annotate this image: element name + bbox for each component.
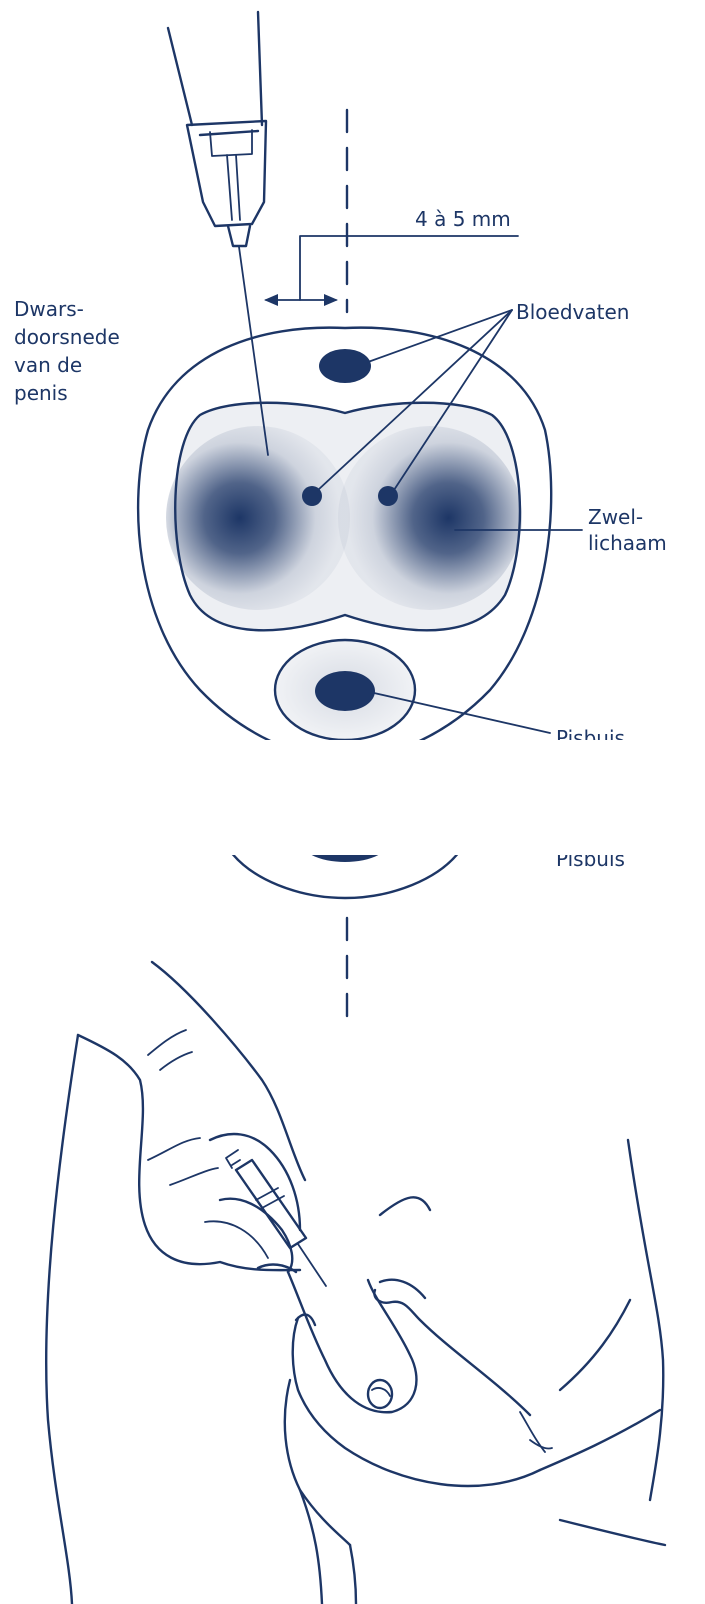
- dorsal-blood-vessel: [319, 349, 371, 383]
- urethra-label: Pisbuis: [556, 726, 625, 750]
- title-line-2: doorsnede: [14, 325, 120, 349]
- title-line-4: penis: [14, 381, 68, 405]
- urethra-label-partial: Pisbuis: [556, 847, 625, 871]
- blood-vessels-label: Bloedvaten: [516, 300, 629, 324]
- leg-outlines: [300, 1490, 665, 1604]
- body-outline-right: [628, 1140, 663, 1500]
- syringe-icon: [168, 12, 268, 455]
- corpus-label-line-2: lichaam: [588, 531, 667, 555]
- penis-drawing: [288, 1272, 416, 1412]
- title-line-1: Dwars-: [14, 297, 84, 321]
- distance-label: 4 à 5 mm: [415, 207, 511, 231]
- body-outline-left: [46, 1035, 78, 1604]
- corpus-cavernosum: [166, 403, 522, 631]
- urethra: [275, 640, 415, 740]
- supporting-hand: [285, 1197, 660, 1545]
- cross-section-panel: 4 à 5 mm Dwars- doorsnede van de penis: [14, 12, 667, 760]
- urethra-bottom-edge: [305, 850, 385, 862]
- title-line-3: van de: [14, 353, 82, 377]
- corpus-label-line-1: Zwel-: [588, 505, 643, 529]
- hand-icon: [78, 962, 305, 1272]
- section-title: Dwars- doorsnede van de penis: [14, 297, 126, 405]
- corpus-label: Zwel- lichaam: [588, 505, 667, 555]
- injection-panel: Pisbuis: [46, 847, 665, 1604]
- distance-indicator: [264, 236, 518, 306]
